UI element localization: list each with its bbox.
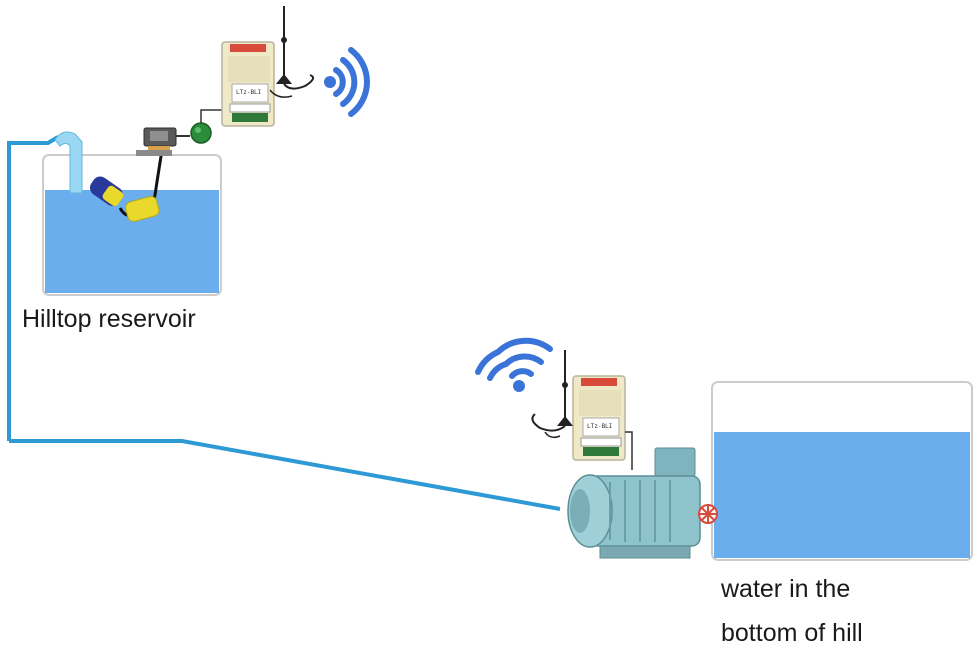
top-relay-controller: LTz-BLI: [221, 41, 275, 127]
bottom-water: [714, 432, 970, 558]
pump-motor-icon: [567, 447, 712, 559]
hilltop-reservoir-label: Hilltop reservoir: [22, 305, 196, 333]
solenoid-valve-icon: [136, 127, 190, 156]
inlet-spout: [54, 131, 83, 194]
antenna-icon: [269, 6, 315, 98]
wifi-signal-icon-bottom: [475, 337, 553, 392]
wifi-signal-icon: [324, 47, 370, 117]
valve-flower-icon: [698, 504, 718, 524]
antenna-icon-bottom: [531, 350, 573, 439]
bottom-device-model: LTz-BLI: [587, 423, 613, 430]
bottom-tank-label-line-1: water in the: [721, 575, 851, 603]
sensor-ball-icon: [190, 109, 222, 144]
bottom-relay-controller: LTz-BLI: [572, 375, 633, 470]
water-pipe: [7, 131, 561, 511]
bottom-tank: [711, 381, 973, 561]
float-switch-icon: [89, 149, 164, 222]
top-device-model: LTz-BLI: [236, 89, 262, 96]
bottom-tank-label-line-2: bottom of hill: [721, 619, 863, 647]
